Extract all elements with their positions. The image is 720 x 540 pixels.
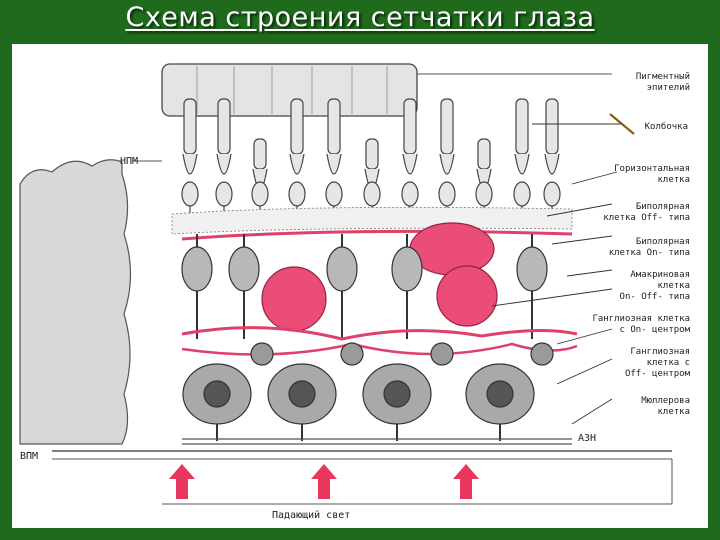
receptor-inner-segment bbox=[439, 153, 455, 175]
azn-label: АЗН bbox=[578, 433, 597, 444]
ganglion-nucleus bbox=[288, 380, 316, 408]
receptor-nucleus bbox=[363, 181, 381, 207]
horizontal-cell bbox=[181, 229, 573, 241]
amacrine-cell bbox=[261, 266, 327, 332]
rod-outer-segment bbox=[545, 98, 559, 155]
receptor-inner-segment bbox=[514, 153, 530, 175]
page-title: Схема строения сетчатки глаза bbox=[125, 2, 595, 33]
amacrine-cell-2 bbox=[436, 265, 498, 327]
ganglion-nucleus bbox=[486, 380, 514, 408]
rod-outer-segment bbox=[290, 98, 304, 155]
ganglion-nucleus bbox=[203, 380, 231, 408]
bipolar-cell bbox=[516, 246, 548, 292]
inner-plexiform-network bbox=[181, 326, 578, 341]
receptor-nucleus bbox=[288, 181, 306, 207]
cone-outer-segment bbox=[253, 138, 267, 170]
receptor-inner-segment bbox=[326, 153, 342, 175]
bipolar-cell bbox=[326, 246, 358, 292]
muller-cell-body bbox=[19, 159, 132, 445]
amacrine-small-cell bbox=[530, 342, 554, 366]
pigment-epithelium bbox=[161, 63, 418, 117]
amacrine-small-cell bbox=[430, 342, 454, 366]
cone-outer-segment bbox=[365, 138, 379, 170]
rod-outer-segment bbox=[327, 98, 341, 155]
receptor-inner-segment bbox=[402, 153, 418, 175]
ganglion-nucleus bbox=[383, 380, 411, 408]
bipolar-cell bbox=[391, 246, 423, 292]
cone-outer-segment bbox=[477, 138, 491, 170]
receptor-nucleus bbox=[215, 181, 233, 207]
receptor-nucleus bbox=[401, 181, 419, 207]
receptor-inner-segment bbox=[289, 153, 305, 175]
rod-outer-segment bbox=[515, 98, 529, 155]
receptor-nucleus bbox=[251, 181, 269, 207]
amacrine-small-cell bbox=[250, 342, 274, 366]
bipolar-cell bbox=[181, 246, 213, 292]
amacrine-small-cell bbox=[340, 342, 364, 366]
outer-plexiform-layer bbox=[171, 206, 573, 235]
receptor-nucleus bbox=[543, 181, 561, 207]
receptor-nucleus bbox=[513, 181, 531, 207]
bipolar-cell bbox=[228, 246, 260, 292]
receptor-nucleus bbox=[181, 181, 199, 207]
horizontal-cell-body bbox=[409, 222, 495, 276]
label-cone: Колбочка bbox=[644, 122, 688, 132]
light-arrows bbox=[169, 464, 479, 499]
receptor-inner-segment bbox=[544, 153, 560, 175]
receptor-nucleus bbox=[438, 181, 456, 207]
rod-outer-segment bbox=[183, 98, 197, 155]
retina-illustration bbox=[19, 63, 673, 505]
receptor-inner-segment bbox=[216, 153, 232, 175]
receptor-nucleus bbox=[475, 181, 493, 207]
receptor-nucleus bbox=[325, 181, 343, 207]
light-arrow bbox=[311, 464, 337, 499]
vpm-label: ВПМ bbox=[20, 451, 39, 462]
incident-light-label: Падающий свет bbox=[272, 510, 351, 521]
rod-outer-segment bbox=[440, 98, 454, 155]
cone-pointer bbox=[609, 113, 635, 135]
receptor-inner-segment bbox=[182, 153, 198, 175]
npm-label: НПМ bbox=[120, 156, 139, 167]
light-arrow bbox=[169, 464, 195, 499]
light-arrow bbox=[453, 464, 479, 499]
rod-outer-segment bbox=[403, 98, 417, 155]
rod-outer-segment bbox=[217, 98, 231, 155]
